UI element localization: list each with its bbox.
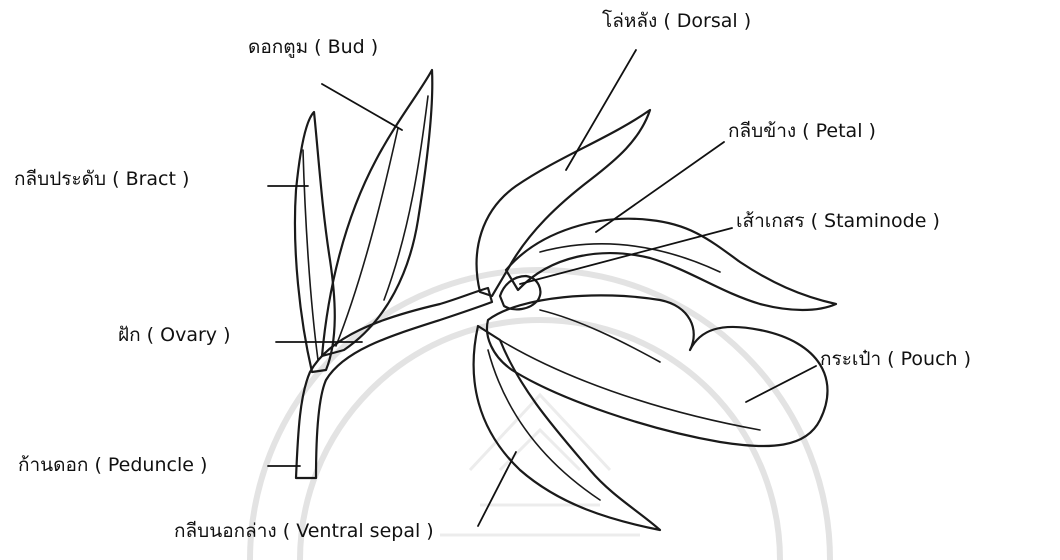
leader-dorsal [566,50,636,170]
bract-shape [295,112,335,372]
label-dorsal: โล่หลัง ( Dorsal ) [602,12,751,31]
label-pouch: กระเป๋า ( Pouch ) [820,350,971,369]
leader-petal [596,142,724,232]
label-bract: กลีบประดับ ( Bract ) [14,170,189,189]
bud-shape [322,70,432,356]
leader-ventral [478,452,516,526]
label-petal: กลีบข้าง ( Petal ) [728,122,876,141]
watermark-seal [250,270,830,560]
label-staminode: เส้าเกสร ( Staminode ) [736,212,940,231]
petal-shape [506,219,836,310]
ventral-sepal-shape [474,326,660,530]
leader-bud [322,84,402,130]
label-ovary: ฝัก ( Ovary ) [118,326,230,345]
label-peduncle: ก้านดอก ( Peduncle ) [18,456,207,475]
label-bud: ดอกตูม ( Bud ) [248,38,378,57]
label-ventral-sepal: กลีบนอกล่าง ( Ventral sepal ) [174,522,434,541]
